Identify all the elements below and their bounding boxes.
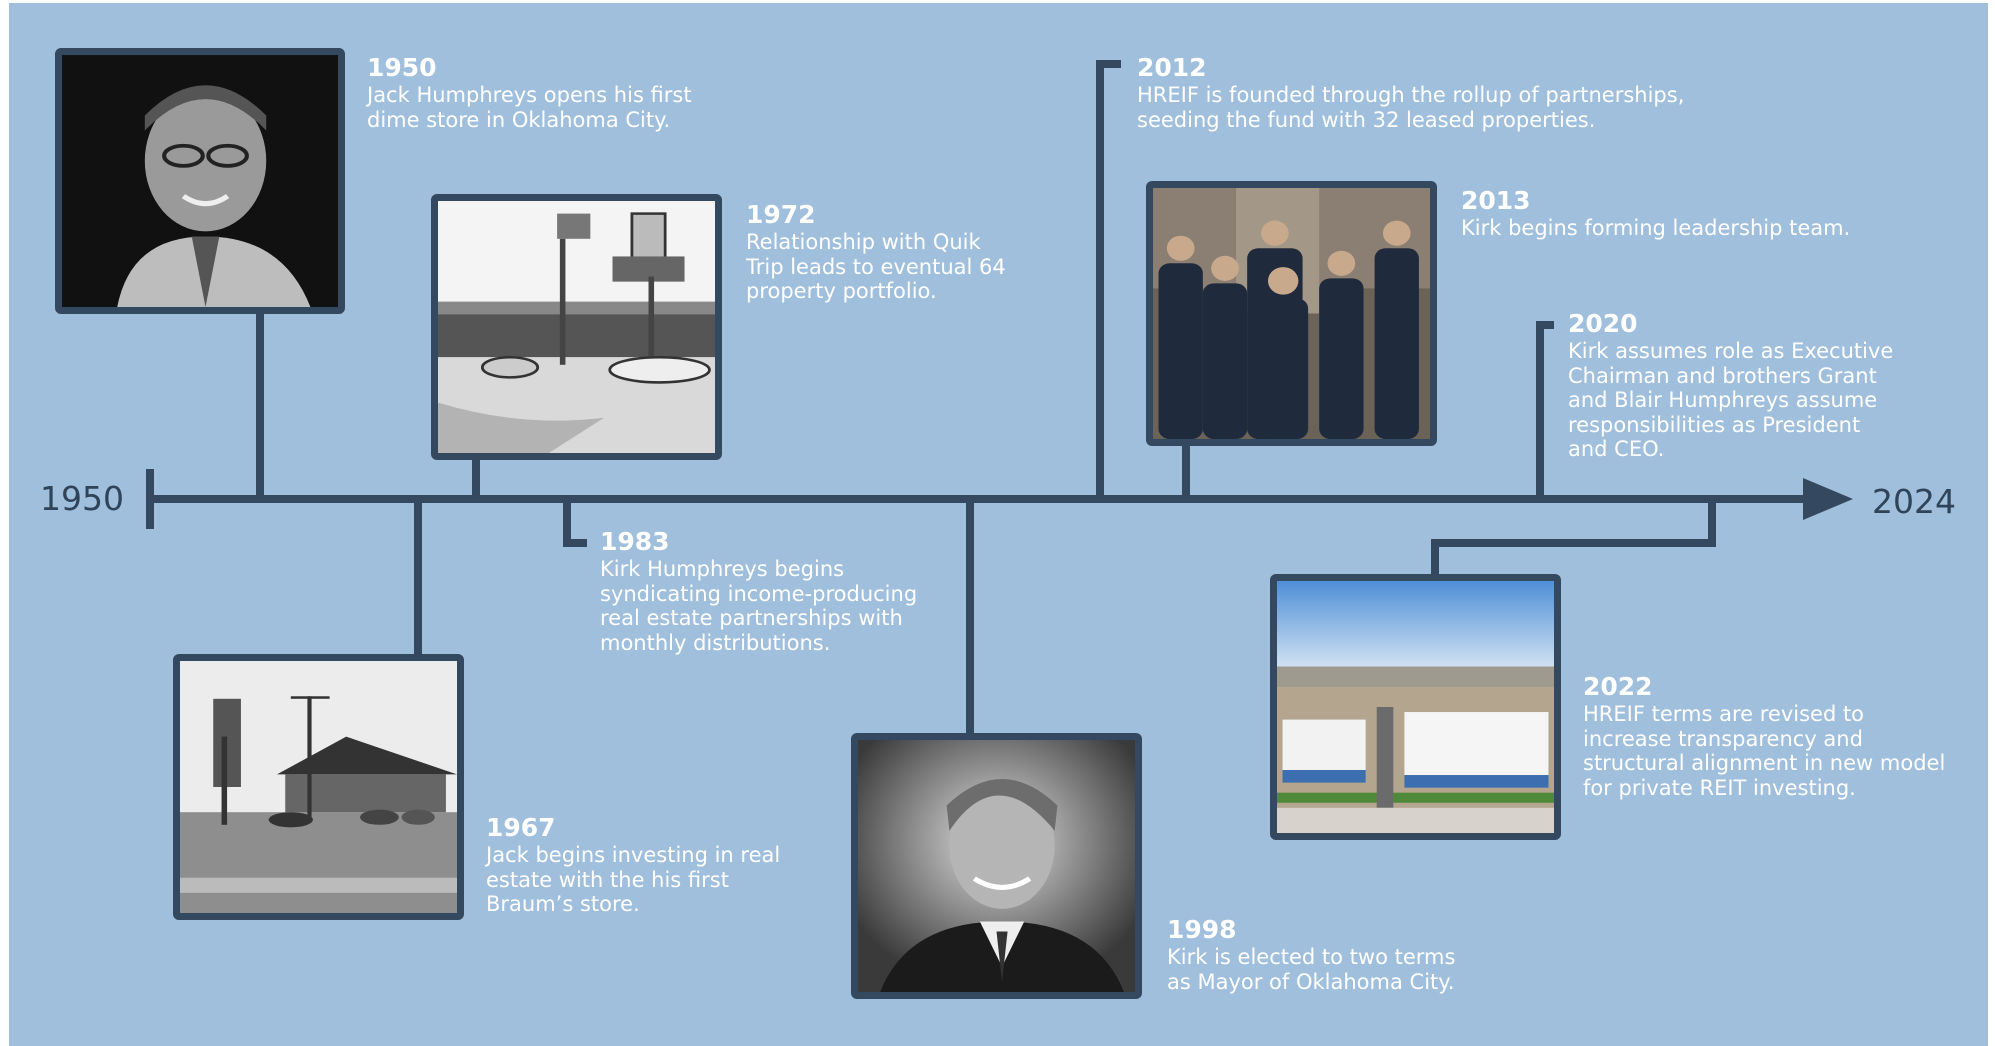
portrait-of-jack-humphreys: [62, 55, 338, 307]
connector-2020: [1536, 321, 1554, 499]
event-description: Kirk assumes role as Executive Chairman …: [1568, 339, 1894, 461]
photo-1967: [173, 654, 464, 920]
event-1972: 1972 Relationship with Quik Trip leads t…: [746, 200, 1018, 304]
event-year: 2022: [1583, 672, 1653, 701]
timeline-start-label: 1950: [40, 479, 124, 518]
quiktrip-store-photo: [438, 201, 715, 453]
event-description: HREIF is founded through the rollup of p…: [1137, 83, 1685, 132]
photo-2022: [1270, 574, 1561, 840]
event-2012: 2012 HREIF is founded through the rollup…: [1137, 53, 1737, 132]
portrait-of-kirk-humphreys: [858, 740, 1135, 992]
photo-2013: [1146, 181, 1437, 446]
event-year: 2013: [1461, 186, 1531, 215]
event-2022: 2022 HREIF terms are revised to increase…: [1583, 672, 1953, 800]
connector-2022: [1431, 499, 1716, 577]
event-year: 1998: [1167, 915, 1237, 944]
event-description: Relationship with Quik Trip leads to eve…: [746, 230, 1006, 303]
event-description: Kirk is elected to two terms as Mayor of…: [1167, 945, 1456, 994]
event-2020: 2020 Kirk assumes role as Executive Chai…: [1568, 309, 1903, 462]
event-description: Kirk Humphreys begins syndicating income…: [600, 557, 918, 655]
photo-1998: [851, 733, 1142, 999]
event-1998: 1998 Kirk is elected to two terms as May…: [1167, 915, 1467, 994]
event-year: 1950: [367, 53, 437, 82]
event-description: Kirk begins forming leadership team.: [1461, 216, 1851, 240]
event-description: Jack Humphreys opens his first dime stor…: [367, 83, 692, 132]
event-1983: 1983 Kirk Humphreys begins syndicating i…: [600, 527, 935, 655]
event-year: 2020: [1568, 309, 1638, 338]
event-1967: 1967 Jack begins investing in real estat…: [486, 813, 791, 917]
event-year: 1972: [746, 200, 816, 229]
event-2013: 2013 Kirk begins forming leadership team…: [1461, 186, 1901, 241]
event-year: 2012: [1137, 53, 1207, 82]
connector-2012: [1096, 60, 1121, 499]
photo-1950: [55, 48, 345, 314]
industrial-park-aerial-photo: [1277, 581, 1554, 833]
photo-1972: [431, 194, 722, 460]
timeline-end-label: 2024: [1872, 482, 1956, 521]
leadership-team-photo: [1153, 188, 1430, 439]
event-year: 1983: [600, 527, 670, 556]
event-description: HREIF terms are revised to increase tran…: [1583, 702, 1946, 800]
event-1950: 1950 Jack Humphreys opens his first dime…: [367, 53, 707, 132]
event-year: 1967: [486, 813, 556, 842]
connector-1983: [563, 499, 587, 547]
end-arrow: [1803, 478, 1853, 520]
event-description: Jack begins investing in real estate wit…: [486, 843, 781, 916]
braums-store-photo: [180, 661, 457, 913]
